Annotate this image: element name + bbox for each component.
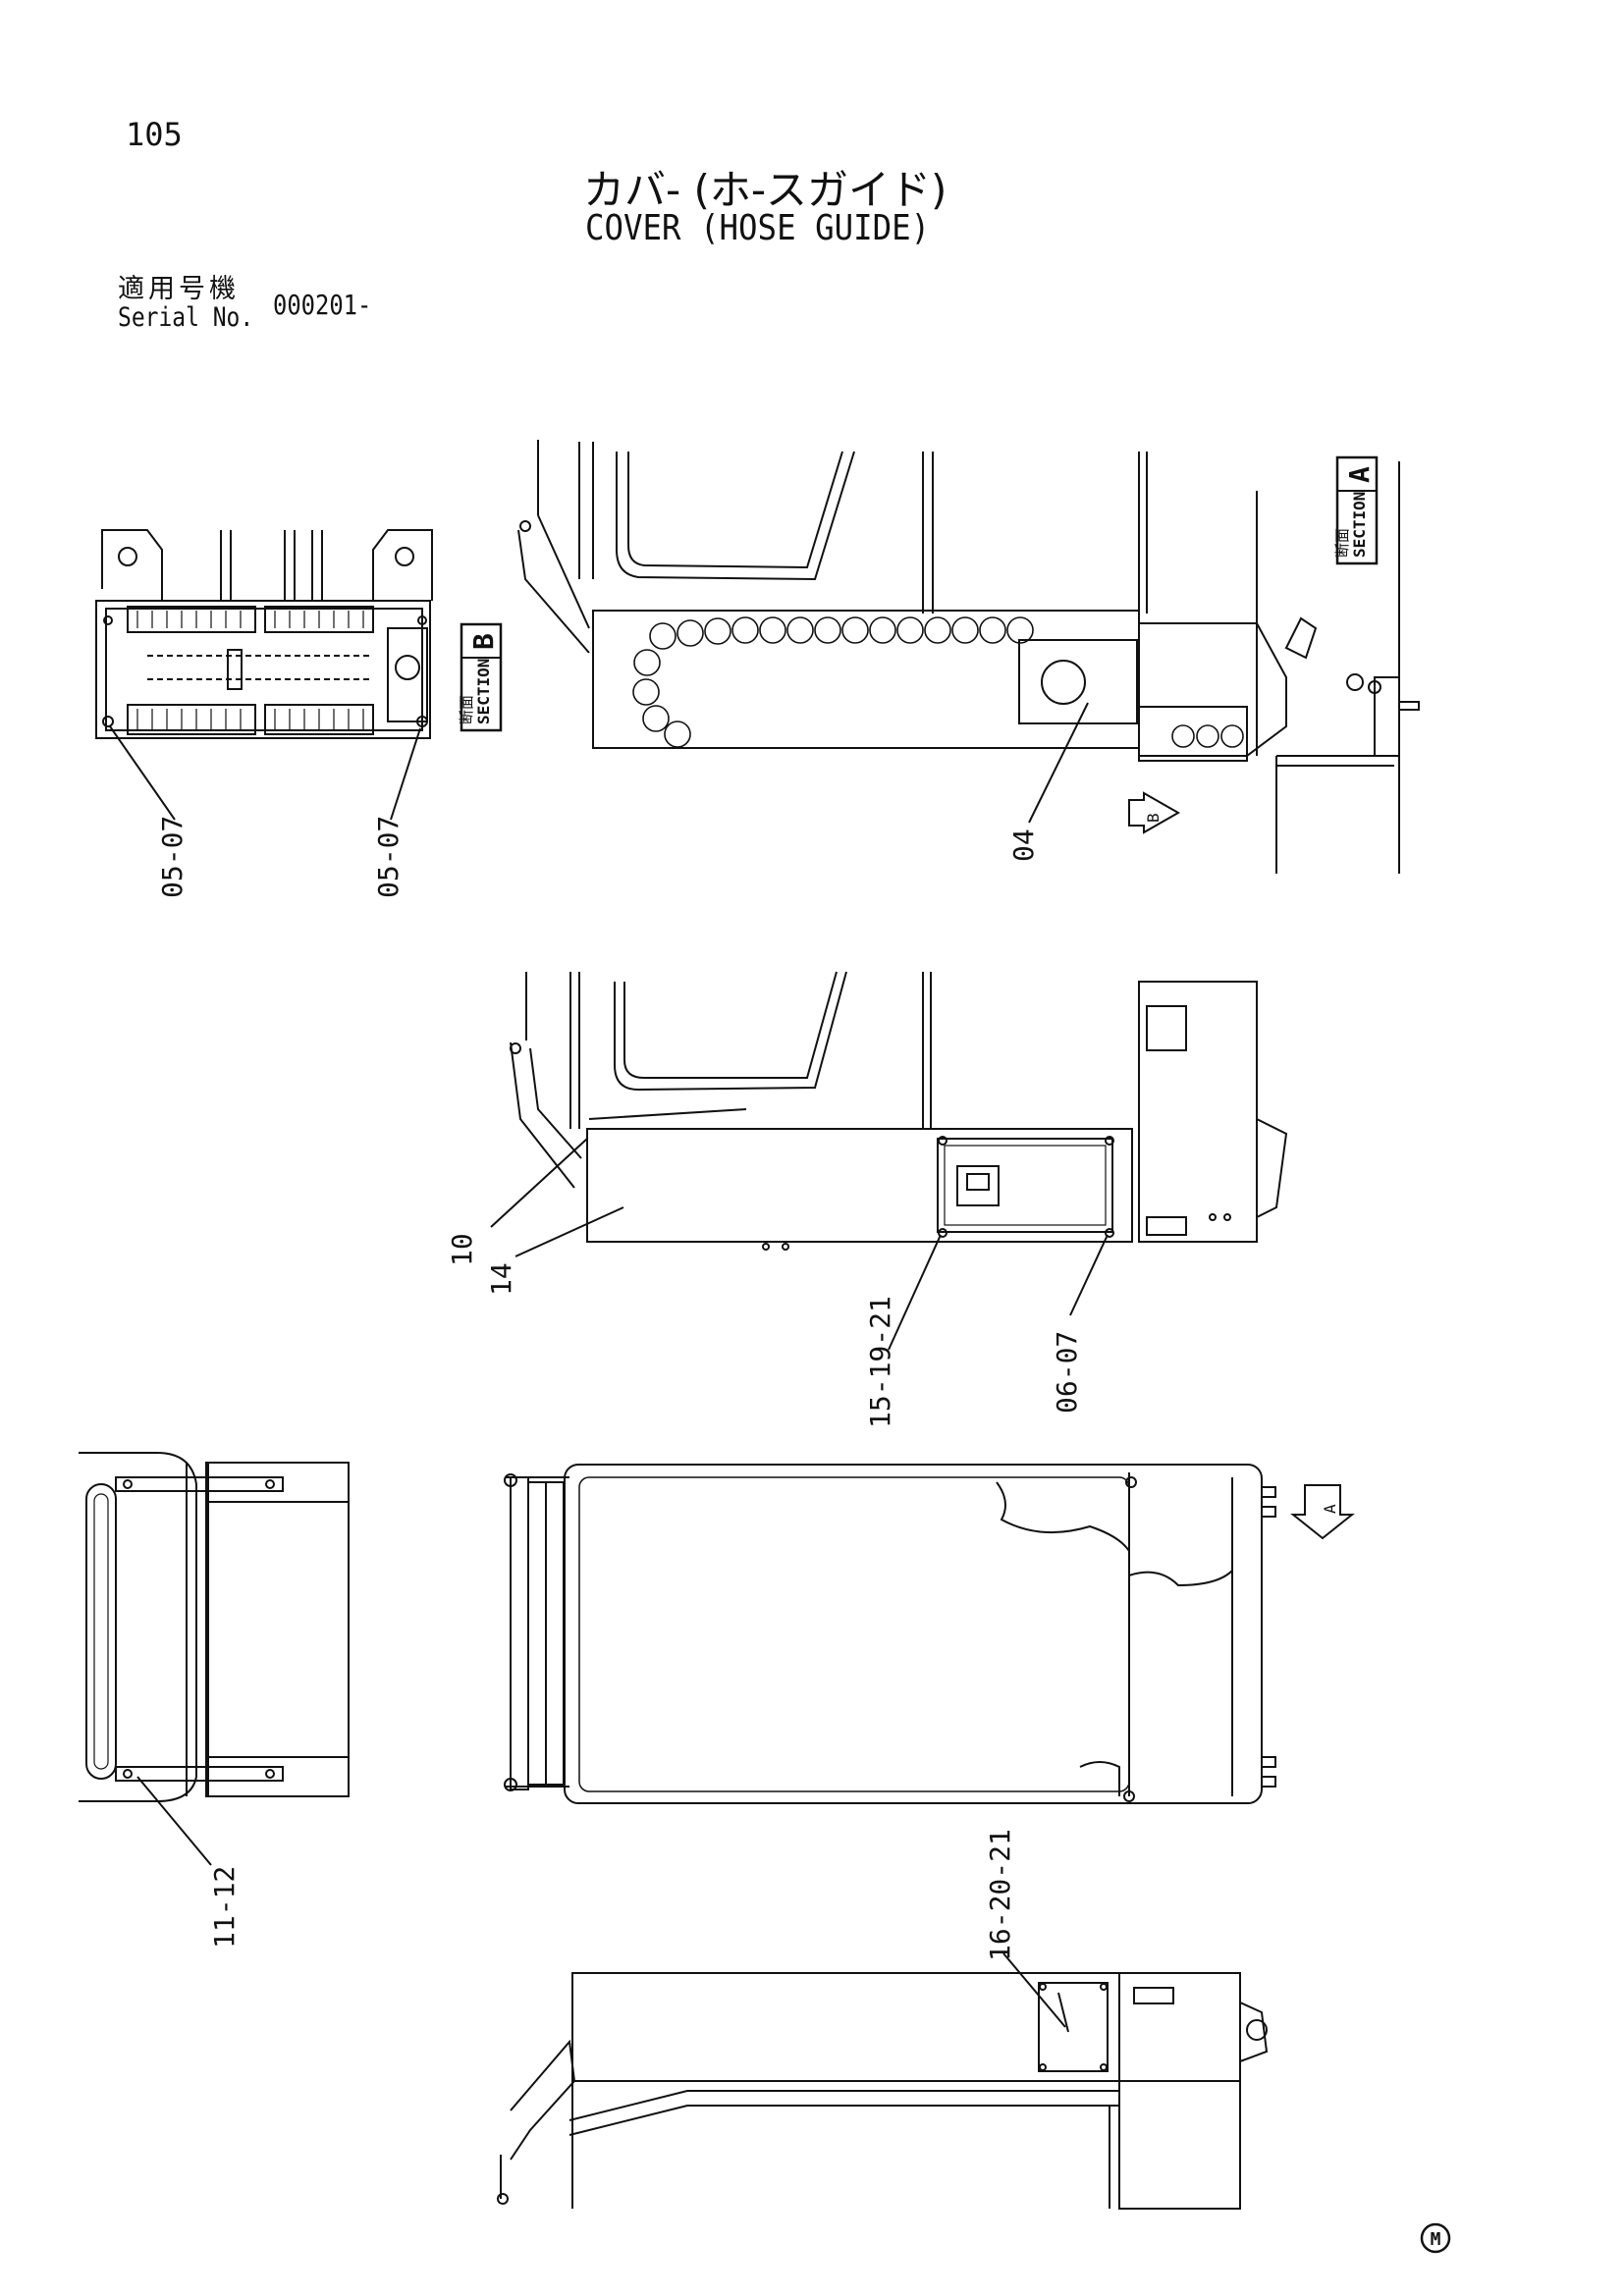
section-b-label: SECTION — [474, 659, 493, 724]
section-b-view: SECTION 断面 B — [95, 529, 503, 821]
serial-label-japanese: 適用号機 — [118, 274, 240, 304]
view-arrow-a-letter: A — [1321, 1504, 1339, 1514]
serial-label-english: Serial No. — [118, 302, 254, 333]
section-b-label-jp: 断面 — [458, 695, 475, 724]
callout-11-12: 11-12 — [208, 1866, 241, 1949]
serial-number-value: 000201- — [273, 289, 372, 321]
section-b-letter: B — [467, 633, 500, 650]
footer-mark: M — [1431, 2229, 1441, 2250]
end-view — [79, 1452, 350, 1866]
section-a-letter: A — [1343, 466, 1376, 483]
callout-06-07: 06-07 — [1051, 1331, 1083, 1414]
callout-14: 14 — [485, 1262, 517, 1296]
callout-04: 04 — [1007, 828, 1040, 862]
callout-15-19-21: 15-19-21 — [864, 1296, 896, 1428]
section-a-label: SECTION — [1350, 492, 1369, 558]
view-arrow-b-letter: B — [1144, 813, 1163, 823]
callout-16-20-21: 16-20-21 — [984, 1829, 1016, 1961]
plan-view: A — [504, 1464, 1355, 1804]
section-a-view: SECTION 断面 A B — [517, 440, 1420, 874]
section-a-label-jp: 断面 — [1333, 528, 1351, 558]
page-number: 105 — [126, 116, 183, 153]
callout-05-07-right: 05-07 — [372, 816, 405, 898]
title-english: COVER (HOSE GUIDE) — [585, 208, 931, 248]
callout-05-07-left: 05-07 — [156, 816, 189, 898]
footer-mark-circle — [1420, 2222, 1451, 2254]
title-japanese: カバ- (ホ-スガイド) — [583, 166, 947, 214]
side-view — [490, 971, 1288, 1351]
bottom-side-view — [497, 1952, 1269, 2210]
callout-10: 10 — [446, 1233, 478, 1266]
